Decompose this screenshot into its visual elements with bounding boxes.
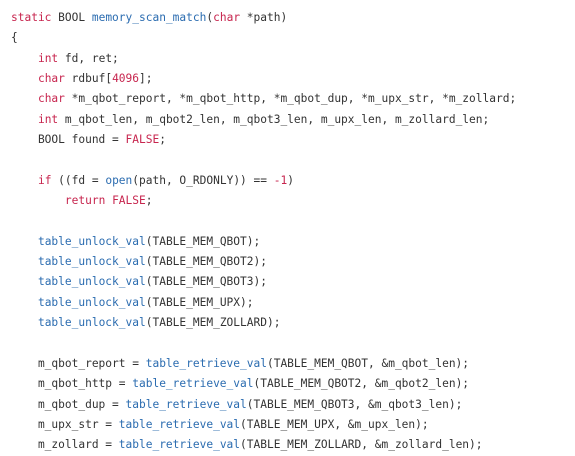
code-text [11,194,65,207]
code-text: BOOL [51,11,92,24]
code-text: (path, O_RDONLY)) == [132,173,274,187]
code-line: m_qbot_report = table_retrieve_val(TABLE… [11,354,575,374]
code-text [11,52,38,65]
code-text: (TABLE_MEM_ZOLLARD, &m_zollard_len); [240,438,483,452]
code-text: (TABLE_MEM_ZOLLARD); [145,316,281,330]
code-line: if ((fd = open(path, O_RDONLY)) == -1) [11,171,575,191]
code-text [11,72,38,85]
code-keyword: static [11,11,52,24]
code-text: *path) [240,11,288,24]
code-line: BOOL found = FALSE; [11,130,575,150]
code-text [11,255,38,268]
code-keyword: if [37,173,52,187]
code-line: int fd, ret; [11,49,575,69]
code-line [11,334,575,354]
code-number: -1 [273,173,288,187]
code-text: m_qbot_report = [11,356,146,370]
code-text: (TABLE_MEM_QBOT, &m_qbot_len); [266,356,470,370]
code-text [11,174,38,187]
code-text: ; [145,194,153,208]
code-text: ; [159,133,166,147]
code-line: static BOOL memory_scan_match(char *path… [11,8,575,28]
code-keyword: char [213,11,241,24]
code-function-name: table_unlock_val [37,295,146,309]
code-function-name: table_unlock_val [37,234,146,248]
code-line [11,150,575,170]
code-function-name: table_retrieve_val [125,397,247,411]
code-text: ]; [139,72,153,86]
code-keyword: int [37,112,59,126]
code-text [11,113,38,126]
code-text: m_zollard = [11,438,119,452]
code-function-name: table_retrieve_val [118,417,241,431]
code-function-name: table_unlock_val [37,316,146,330]
code-function-name: table_retrieve_val [118,438,241,452]
code-keyword: char [37,72,65,86]
code-text: ) [287,173,294,187]
code-line: m_qbot_http = table_retrieve_val(TABLE_M… [11,374,575,394]
code-text: m_qbot_http = [11,377,133,391]
code-line: m_upx_str = table_retrieve_val(TABLE_MEM… [11,415,575,435]
code-function-name: table_unlock_val [37,275,146,289]
code-text [11,235,38,248]
code-keyword: int [37,51,59,65]
code-text: (TABLE_MEM_QBOT2, &m_qbot2_len); [253,377,470,391]
code-line: m_zollard = table_retrieve_val(TABLE_MEM… [11,435,575,455]
code-keyword: return [64,194,106,208]
code-function-name: table_retrieve_val [145,356,267,370]
code-keyword: FALSE [125,133,160,147]
code-line: table_unlock_val(TABLE_MEM_ZOLLARD); [11,313,575,333]
code-function-name: memory_scan_match [91,11,207,24]
code-function-name: open [105,173,133,187]
code-line: m_qbot_dup = table_retrieve_val(TABLE_ME… [11,395,575,415]
code-text: (TABLE_MEM_UPX, &m_upx_len); [240,417,429,431]
code-line: table_unlock_val(TABLE_MEM_QBOT2); [11,252,575,272]
code-text [11,296,38,309]
code-text: (TABLE_MEM_QBOT3); [145,275,267,289]
code-text: *m_qbot_report, *m_qbot_http, *m_qbot_du… [64,92,517,106]
code-text [11,92,38,105]
code-keyword: char [37,92,65,106]
code-line: table_unlock_val(TABLE_MEM_QBOT); [11,232,575,252]
code-line: return FALSE; [11,191,575,211]
code-text: { [11,31,18,45]
code-text: m_qbot_dup = [11,397,126,411]
code-text: m_qbot_len, m_qbot2_len, m_qbot3_len, m_… [58,112,490,126]
code-text: rdbuf[ [64,72,113,86]
code-text: (TABLE_MEM_UPX); [145,295,254,309]
code-number: 4096 [112,72,140,86]
code-keyword: FALSE [112,194,146,208]
code-line: char *m_qbot_report, *m_qbot_http, *m_qb… [11,89,575,109]
code-function-name: table_unlock_val [37,255,146,269]
code-text: fd, ret; [58,51,119,65]
code-line: { [11,28,575,48]
code-text: ((fd = [51,173,106,187]
code-text: (TABLE_MEM_QBOT); [145,234,261,248]
code-line [11,211,575,231]
code-function-name: table_retrieve_val [132,377,254,391]
code-text: m_upx_str = [11,417,119,431]
code-text: (TABLE_MEM_QBOT2); [145,255,267,269]
code-line: int m_qbot_len, m_qbot2_len, m_qbot3_len… [11,110,575,130]
code-line: table_unlock_val(TABLE_MEM_UPX); [11,293,575,313]
code-text: ( [206,11,214,24]
code-text [11,316,38,329]
code-line: table_unlock_val(TABLE_MEM_QBOT3); [11,272,575,292]
code-text: BOOL found = [11,133,126,147]
code-line: char rdbuf[4096]; [11,69,575,89]
code-text: (TABLE_MEM_QBOT3, &m_qbot3_len); [246,397,463,411]
code-text [11,275,38,288]
